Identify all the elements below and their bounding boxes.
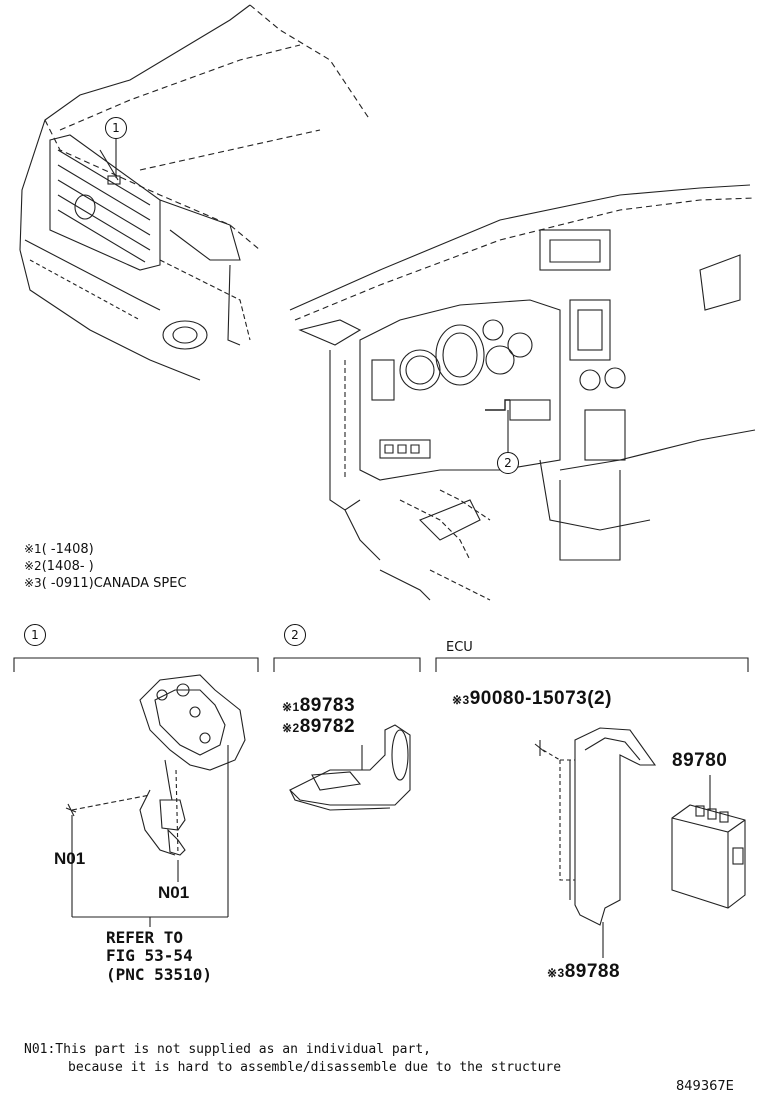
footnote-line-1: N01:This part is not supplied as an indi…	[24, 1042, 431, 1057]
refer-line-1: REFER TO	[106, 928, 184, 947]
footnote-line-2: because it is hard to assemble/disassemb…	[68, 1060, 562, 1075]
refer-line-3: (PNC 53510)	[106, 964, 212, 984]
part-mark: ※3	[547, 966, 565, 980]
remark-text: ( -1408)	[41, 542, 94, 557]
remark-mark: ※2	[24, 559, 42, 573]
n01-label-center[interactable]: N01	[158, 883, 190, 902]
remark-mark: ※3	[24, 576, 42, 590]
dashboard-illustration	[289, 184, 756, 601]
part-number: 90080-15073(2)	[469, 688, 612, 709]
section-ecu-label: ECU	[446, 640, 473, 655]
refer-to-note[interactable]: REFER TO FIG 53-54 (PNC 53510)	[106, 928, 212, 984]
sensor-drawing	[289, 724, 411, 811]
remark-text: (1408- )	[41, 559, 94, 574]
ecu-drawing	[534, 727, 746, 958]
part-89782-label[interactable]: ※289782	[282, 717, 355, 736]
part-89780-label[interactable]: 89780	[672, 750, 728, 771]
section-2-callout[interactable]: 2	[284, 624, 306, 646]
part-mark: ※3	[452, 693, 470, 707]
section-1-callout[interactable]: 1	[24, 624, 46, 646]
part-90080-label[interactable]: ※390080-15073(2)	[452, 689, 612, 708]
callout-1-illustration[interactable]: 1	[105, 117, 127, 139]
callout-2-illustration[interactable]: 2	[497, 452, 519, 474]
remark-text: ( -0911)CANADA SPEC	[41, 576, 187, 591]
part-number: 89788	[564, 961, 621, 982]
refer-line-2: FIG 53-54	[106, 946, 193, 966]
section-brackets	[13, 657, 749, 672]
part-number: 89782	[299, 716, 356, 737]
n01-label-left[interactable]: N01	[54, 849, 86, 868]
remark-mark: ※1	[24, 542, 42, 556]
figure-id: 849367E	[676, 1079, 734, 1094]
part-mark: ※1	[282, 700, 300, 714]
truck-front-illustration	[19, 4, 371, 381]
remark-2: ※2(1408- )	[24, 560, 94, 573]
part-number: 89783	[299, 695, 356, 716]
part-89788-label[interactable]: ※389788	[547, 962, 620, 981]
remark-3: ※3( -0911)CANADA SPEC	[24, 577, 187, 590]
remark-1: ※1( -1408)	[24, 543, 94, 556]
part-89783-label[interactable]: ※189783	[282, 696, 355, 715]
hood-latch-drawing	[65, 674, 246, 927]
part-mark: ※2	[282, 721, 300, 735]
